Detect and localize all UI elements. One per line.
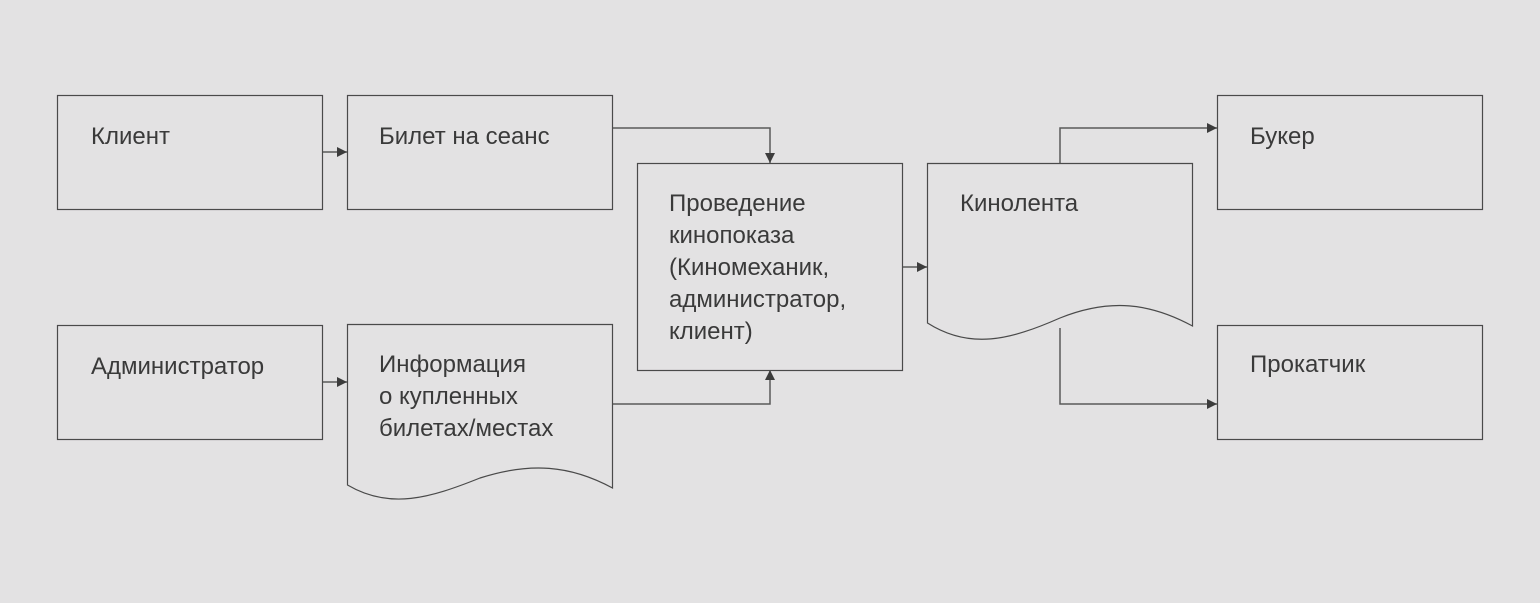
node-ticket-label: Билет на сеанс bbox=[379, 123, 550, 150]
node-screening: Проведение кинопоказа (Киномеханик, адми… bbox=[636, 162, 904, 372]
screening-line: Проведение bbox=[669, 190, 806, 217]
node-distributor-label: Прокатчик bbox=[1250, 351, 1366, 378]
screening-line: кинопоказа bbox=[669, 222, 795, 249]
node-administrator: Администратор bbox=[56, 324, 324, 441]
node-booker: Букер bbox=[1216, 94, 1484, 211]
node-distributor: Прокатчик bbox=[1216, 324, 1484, 441]
node-film-label: Кинолента bbox=[960, 190, 1079, 217]
node-booker-label: Букер bbox=[1250, 123, 1315, 150]
node-ticket: Билет на сеанс bbox=[346, 94, 614, 211]
arrow-info-to-screening bbox=[612, 370, 775, 405]
arrow-film-to-distributor bbox=[1059, 328, 1217, 409]
node-screening-label: Проведение кинопоказа (Киномеханик, адми… bbox=[669, 190, 853, 345]
screening-line: клиент) bbox=[669, 318, 753, 345]
screening-line: (Киномеханик, bbox=[669, 254, 829, 281]
arrow-ticket-to-screening bbox=[612, 127, 775, 163]
purchase-info-line: Информация bbox=[379, 351, 526, 378]
screening-line: администратор, bbox=[669, 286, 846, 313]
purchase-info-line: о купленных bbox=[379, 383, 518, 410]
purchase-info-line: билетах/местах bbox=[379, 415, 553, 442]
node-client: Клиент bbox=[56, 94, 324, 211]
node-film: Кинолента bbox=[926, 162, 1194, 340]
node-client-label: Клиент bbox=[91, 123, 170, 150]
node-purchase-info-label: Информация о купленных билетах/местах bbox=[379, 351, 553, 442]
node-purchase-info: Информация о купленных билетах/местах bbox=[346, 323, 614, 500]
arrow-film-to-booker bbox=[1059, 123, 1217, 163]
node-administrator-label: Администратор bbox=[91, 353, 264, 380]
